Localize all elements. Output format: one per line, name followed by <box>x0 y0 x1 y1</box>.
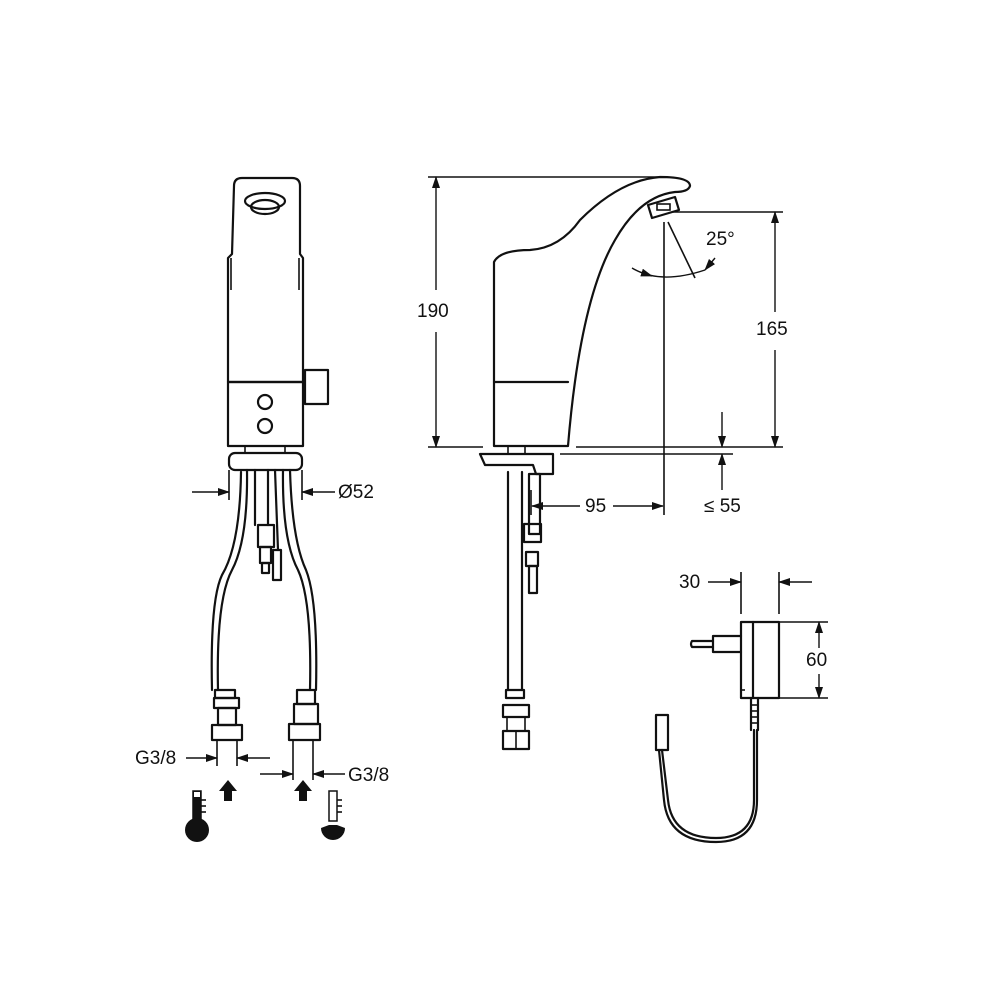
thermometer-hot-icon <box>185 790 209 842</box>
sensor-angle-label: 25° <box>706 229 735 250</box>
inlet-right-label: G3/8 <box>348 765 390 786</box>
outlet-height-label: 165 <box>756 319 788 340</box>
deck-thickness-label: ≤ 55 <box>704 496 741 517</box>
power-adapter <box>654 572 828 844</box>
inlet-left-label: G3/8 <box>135 748 177 769</box>
front-view <box>185 176 345 842</box>
adapter-depth-label: 30 <box>679 572 701 593</box>
spout-projection-label: 95 <box>585 496 607 517</box>
side-view <box>428 175 783 751</box>
arrow-up-icon <box>219 780 312 801</box>
total-height-label: 190 <box>417 301 449 322</box>
thermometer-cold-icon <box>321 790 345 840</box>
adapter-height-label: 60 <box>806 650 828 671</box>
base-diameter-label: Ø52 <box>338 482 374 503</box>
